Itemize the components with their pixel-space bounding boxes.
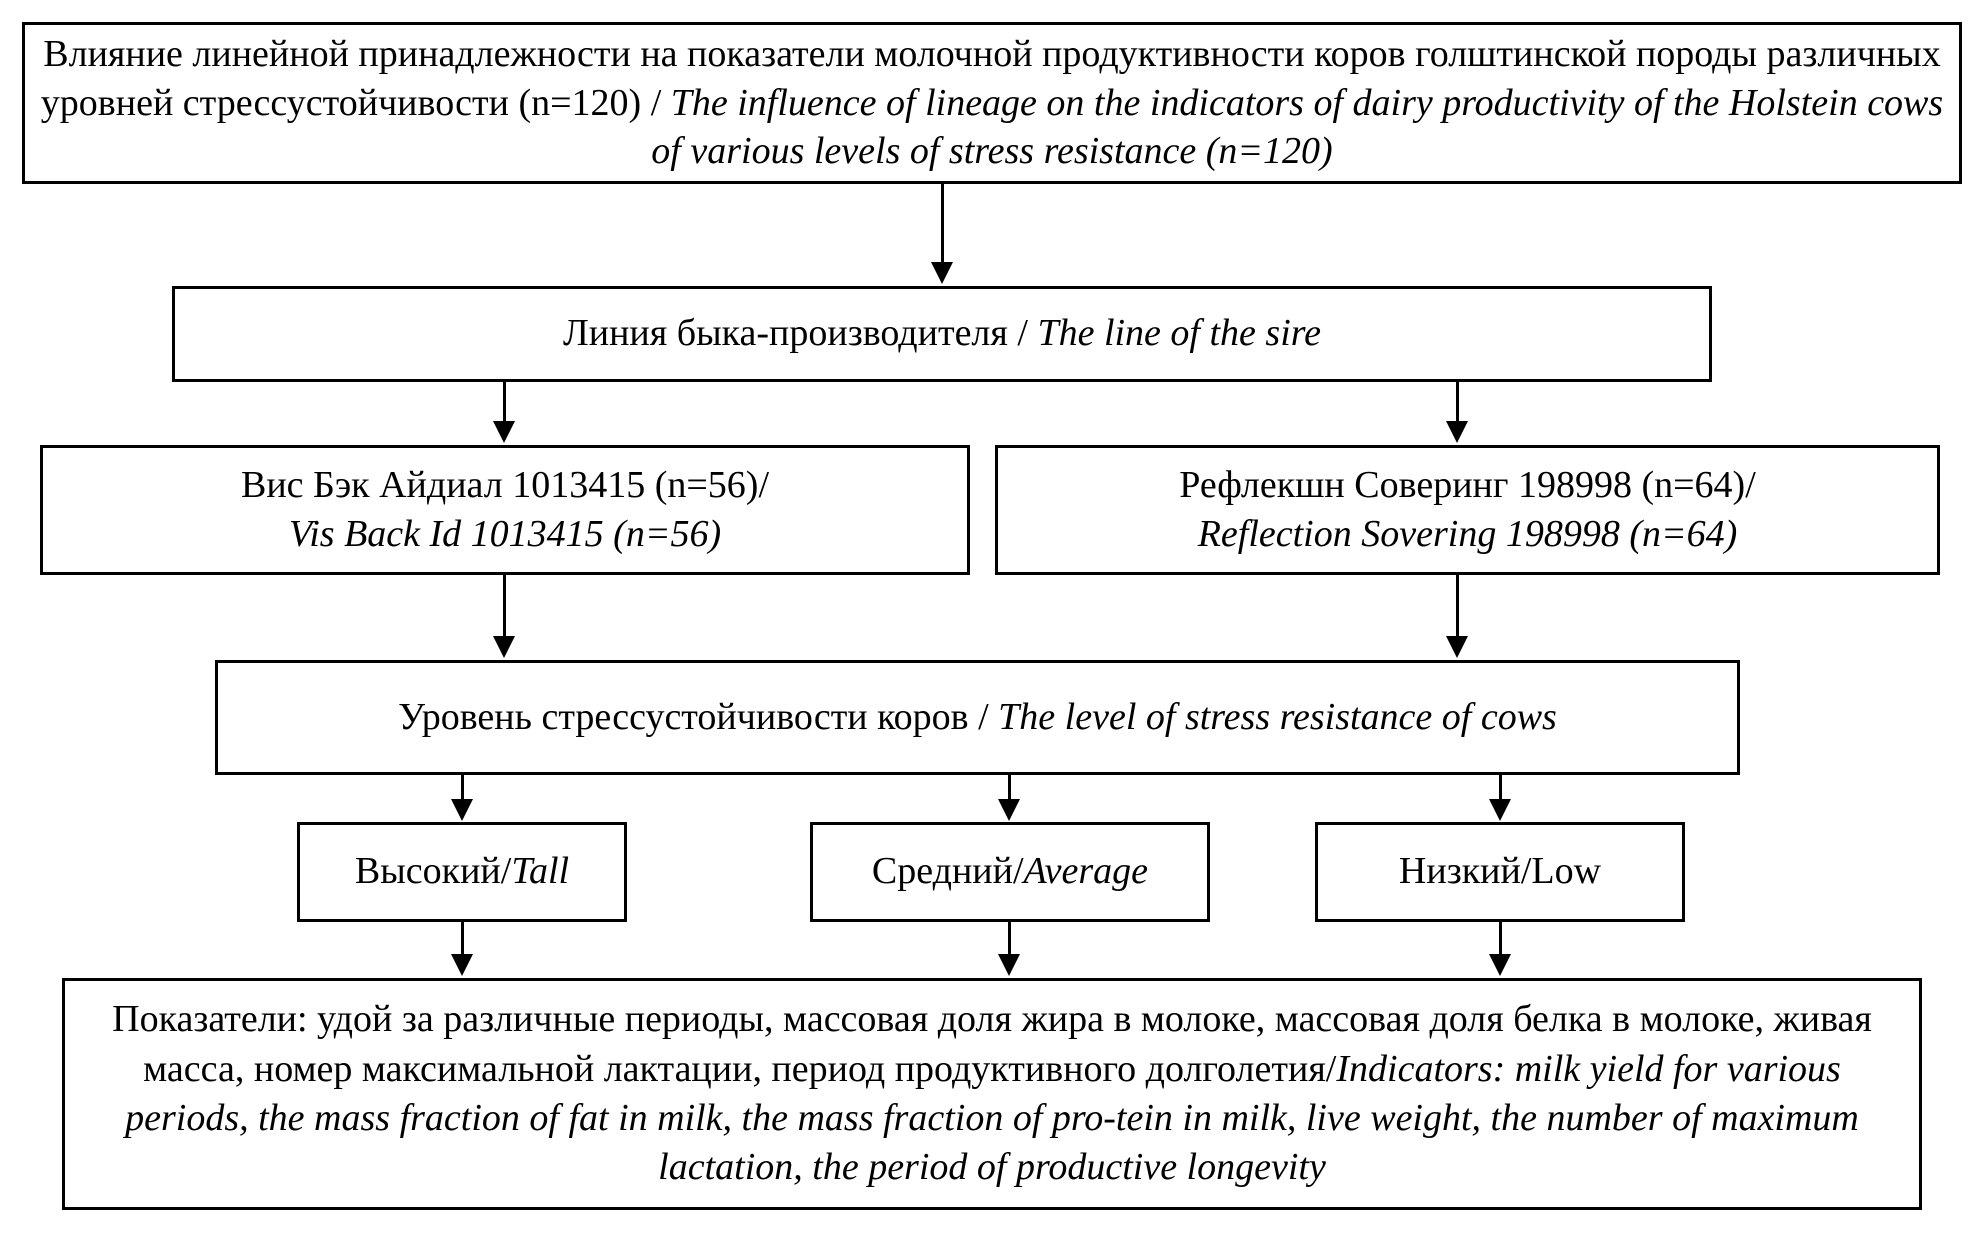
- node-stress-level-text-ru: Уровень стрессустойчивости коров /: [398, 695, 999, 738]
- node-indicators-text-ru: Показатели: удой за различные периоды, м…: [112, 998, 1872, 1090]
- arrowhead-icon: [1489, 799, 1511, 821]
- node-level-tall-text-en: Tall: [511, 850, 570, 893]
- connector-line-left: [503, 575, 506, 637]
- arrowhead-icon: [998, 954, 1020, 976]
- node-indicators-text-en: Indicators: milk yield for various perio…: [125, 1047, 1859, 1189]
- node-lineage-vis-back-id-text-en: Vis Back Id 1013415 (n=56): [288, 513, 722, 555]
- node-level-average: Средний/Average: [810, 822, 1210, 922]
- node-level-low: Низкий/Low: [1315, 822, 1685, 922]
- node-title-text: Влияние линейной принадлежности на показ…: [25, 30, 1959, 176]
- node-title-text-ru: Влияние линейной принадлежности на показ…: [40, 33, 1941, 124]
- arrowhead-icon: [931, 262, 953, 284]
- arrowhead-icon: [1446, 421, 1468, 443]
- node-lineage-vis-back-id-text-ru: Вис Бэк Айдиал 1013415 (n=56)/: [240, 463, 770, 506]
- node-stress-level-text: Уровень стрессустойчивости коров / The l…: [218, 693, 1737, 742]
- node-sire-line-text: Линия быка-производителя / The line of t…: [175, 309, 1709, 358]
- node-lineage-vis-back-id: Вис Бэк Айдиал 1013415 (n=56)/ Vis Back I…: [40, 445, 970, 575]
- node-level-tall-text-ru: Высокий/: [354, 850, 512, 893]
- arrowhead-icon: [1446, 636, 1468, 658]
- node-level-low-text: Низкий/Low: [1318, 847, 1682, 896]
- connector-line-low: [1499, 775, 1502, 800]
- arrowhead-icon: [493, 421, 515, 443]
- node-lineage-reflection-sovering-text-en: Reflection Sovering 198998 (n=64): [1197, 513, 1738, 555]
- node-level-low-text-ru: Низкий/: [1398, 850, 1532, 893]
- node-lineage-reflection-sovering-text-ru: Рефлекшн Соверинг 198998 (n=64)/: [1179, 463, 1756, 506]
- node-title-text-en: The influence of lineage on the indicato…: [651, 81, 1944, 173]
- arrowhead-icon: [451, 954, 473, 976]
- node-sire-line-text-ru: Линия быка-производителя /: [562, 312, 1038, 355]
- connector-line-right: [1456, 382, 1459, 422]
- node-indicators-text: Показатели: удой за различные периоды, м…: [65, 995, 1919, 1193]
- node-level-tall-text: Высокий/Tall: [300, 847, 624, 896]
- node-sire-line-text-en: The line of the sire: [1037, 312, 1321, 355]
- arrowhead-icon: [451, 799, 473, 821]
- connector-line-low: [1499, 922, 1502, 955]
- arrowhead-icon: [493, 636, 515, 658]
- arrowhead-icon: [1489, 954, 1511, 976]
- node-lineage-reflection-sovering-text: Рефлекшн Соверинг 198998 (n=64)/ Reflecti…: [998, 461, 1937, 560]
- connector-line-average: [1008, 922, 1011, 955]
- node-level-low-text-en: Low: [1531, 850, 1602, 893]
- node-lineage-reflection-sovering: Рефлекшн Соверинг 198998 (n=64)/ Reflecti…: [995, 445, 1940, 575]
- node-indicators: Показатели: удой за различные периоды, м…: [62, 978, 1922, 1210]
- connector-line-average: [1008, 775, 1011, 800]
- connector-line-tall: [461, 922, 464, 955]
- node-stress-level: Уровень стрессустойчивости коров / The l…: [215, 660, 1740, 775]
- connector-line-tall: [461, 775, 464, 800]
- connector-line-left: [503, 382, 506, 422]
- connector-line-right: [1456, 575, 1459, 637]
- node-sire-line: Линия быка-производителя / The line of t…: [172, 286, 1712, 382]
- node-level-average-text-en: Average: [1023, 850, 1149, 893]
- node-level-average-text-ru: Средний/: [871, 850, 1024, 893]
- node-stress-level-text-en: The level of stress resistance of cows: [998, 695, 1557, 738]
- node-level-average-text: Средний/Average: [813, 847, 1207, 896]
- connector-line: [941, 184, 944, 262]
- node-lineage-vis-back-id-text: Вис Бэк Айдиал 1013415 (n=56)/ Vis Back I…: [43, 461, 967, 560]
- node-level-tall: Высокий/Tall: [297, 822, 627, 922]
- node-title: Влияние линейной принадлежности на показ…: [22, 22, 1962, 184]
- arrowhead-icon: [998, 799, 1020, 821]
